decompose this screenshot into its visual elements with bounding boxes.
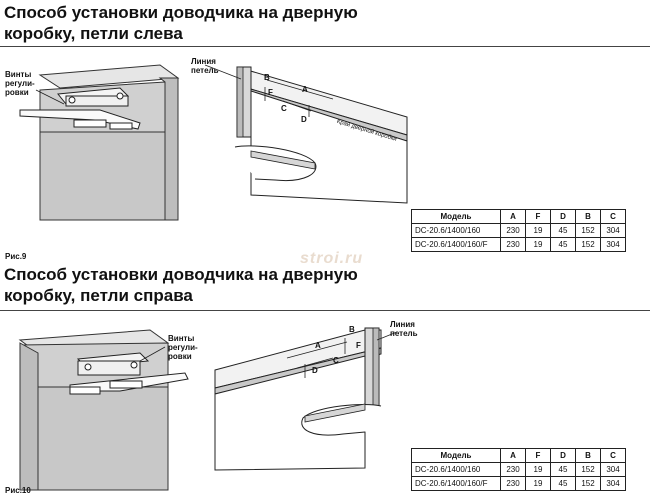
table-cell: 45 [550,476,576,491]
table-cell: DC-20.6/1400/160/F [411,476,501,491]
table-header-f: F [525,209,551,224]
section1-title-line1: Способ установки доводчика на дверную [4,3,358,22]
section1-dim-a: A [302,85,308,94]
table-cell: 304 [600,476,626,491]
table-cell: 45 [550,462,576,477]
table-header-model: Модель [411,209,501,224]
section1-title-line2: коробку, петли слева [4,24,183,43]
section2-door-closer-illustration [18,329,189,491]
table-header-b: B [575,448,601,463]
table-header-d: D [550,209,576,224]
table-header-row: Модель A F D B C [411,448,626,463]
table-cell: 45 [550,223,576,238]
section2-divider [0,310,650,311]
table-cell: 304 [600,237,626,252]
table-header-model: Модель [411,448,501,463]
table-row: DC-20.6/1400/160/F 230 19 45 152 304 [411,476,626,491]
table-row: DC-20.6/1400/160 230 19 45 152 304 [411,462,626,477]
section2-title-line2: коробку, петли справа [4,286,193,305]
section2-screws-label: Винты регули- ровки [168,334,198,361]
section1-hinge-line-label: Линия петель [191,57,219,75]
section1-frame-dimension-diagram [204,64,408,204]
section1-dim-f: F [268,88,273,97]
table-cell: 230 [500,462,526,477]
section2-title-line1: Способ установки доводчика на дверную [4,265,358,284]
table-cell: 230 [500,223,526,238]
table-cell: 230 [500,476,526,491]
section2-dim-c: C [333,356,339,365]
section2-dim-b: B [349,325,355,334]
table-cell: 19 [525,223,551,238]
table-header-a: A [500,209,526,224]
table-header-a: A [500,448,526,463]
table-header-d: D [550,448,576,463]
section2-title: Способ установки доводчика на дверную ко… [4,264,358,306]
section2-frame-dimension-diagram [214,327,398,471]
table-cell: DC-20.6/1400/160 [411,223,501,238]
table-cell: 152 [575,462,601,477]
section2-hinge-line-label: Линия петель [390,320,418,338]
table-cell: 304 [600,223,626,238]
table-cell: 304 [600,462,626,477]
section1-spec-table: Модель A F D B C DC-20.6/1400/160 230 19… [411,209,626,252]
table-cell: DC-20.6/1400/160 [411,462,501,477]
section1-dim-c: C [281,104,287,113]
section1-door-closer-illustration [19,64,180,221]
table-cell: 19 [525,462,551,477]
section2-dim-f: F [356,341,361,350]
section1-divider [0,46,650,47]
watermark: stroi.ru [300,250,364,267]
table-cell: 152 [575,476,601,491]
table-row: DC-20.6/1400/160/F 230 19 45 152 304 [411,237,626,252]
section2-spec-table: Модель A F D B C DC-20.6/1400/160 230 19… [411,448,626,491]
section2-dim-d: D [312,366,318,375]
table-cell: 19 [525,237,551,252]
table-header-row: Модель A F D B C [411,209,626,224]
table-cell: 152 [575,223,601,238]
table-row: DC-20.6/1400/160 230 19 45 152 304 [411,223,626,238]
section2-figure-caption: Рис.10 [5,486,31,495]
table-cell: 19 [525,476,551,491]
section1-dim-b: B [264,73,270,82]
section2-dim-a: A [315,341,321,350]
table-header-b: B [575,209,601,224]
table-header-f: F [525,448,551,463]
table-header-c: C [600,448,626,463]
section1-figure-caption: Рис.9 [5,252,27,261]
section1-dim-d: D [301,115,307,124]
table-header-c: C [600,209,626,224]
table-cell: DC-20.6/1400/160/F [411,237,501,252]
table-cell: 45 [550,237,576,252]
section1-screws-label: Винты регули- ровки [5,70,35,97]
table-cell: 152 [575,237,601,252]
section1-title: Способ установки доводчика на дверную ко… [4,2,358,44]
table-cell: 230 [500,237,526,252]
